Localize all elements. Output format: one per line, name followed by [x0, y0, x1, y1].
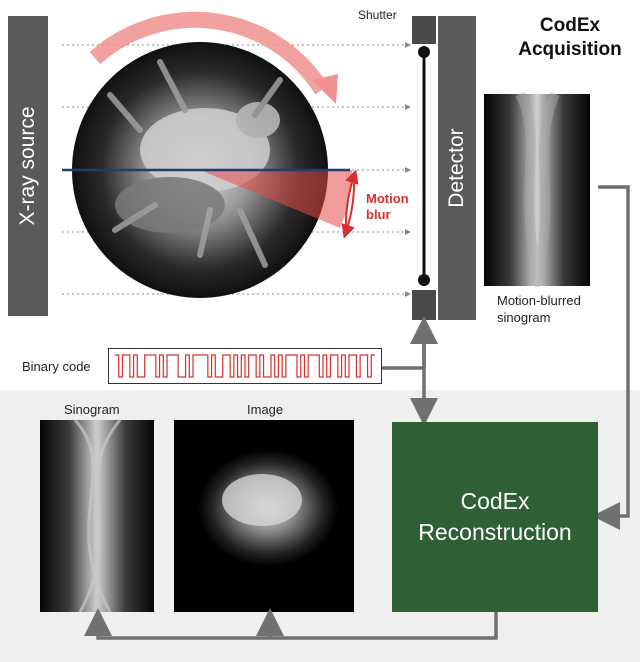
binary-code-label: Binary code: [22, 359, 91, 374]
motion-blur-label-line1: Motion: [366, 191, 409, 206]
sinogram-caption: Sinogram: [64, 402, 120, 417]
shutter-top-block: [412, 16, 436, 44]
acquisition-title-line2: Acquisition: [518, 39, 622, 60]
xray-source-block: X-ray source: [8, 16, 48, 316]
shutter-bottom-block: [412, 290, 436, 320]
image-caption: Image: [247, 402, 284, 417]
blurred-sinogram-caption-line2: sinogram: [497, 310, 551, 325]
shutter-label: Shutter: [358, 8, 397, 22]
motion-blur-label-line2: blur: [366, 207, 391, 222]
shutter-rail-top-end: [418, 46, 430, 58]
rotation-arrow-head: [312, 74, 338, 104]
acquisition-title: CodEx Acquisition: [500, 14, 640, 62]
rotation-arrow: [89, 11, 329, 95]
blurred-sinogram-caption-line1: Motion-blurred: [497, 293, 581, 308]
motion-blur-arc-reverse: [344, 169, 359, 233]
motion-blur-label: Motion blur: [366, 191, 409, 223]
binary-code-trace: [115, 354, 375, 378]
motion-blur-wedge: [200, 170, 352, 228]
blurred-sinogram-caption: Motion-blurred sinogram: [497, 292, 581, 326]
detector-block: Detector: [438, 16, 476, 320]
data-flow-arrows: [84, 185, 630, 640]
binary-code-waveform: [115, 354, 375, 378]
shutter-rail-bottom-end: [418, 274, 430, 286]
detector-label: Detector: [445, 128, 468, 208]
reconstruction-title-line1: CodEx: [460, 488, 530, 514]
binary-code-box: [108, 348, 382, 384]
xray-source-label: X-ray source: [16, 106, 39, 226]
acquisition-title-line1: CodEx: [539, 15, 601, 36]
reconstruction-block: CodEx Reconstruction: [392, 422, 598, 612]
reconstruction-title-line2: Reconstruction: [418, 519, 572, 545]
